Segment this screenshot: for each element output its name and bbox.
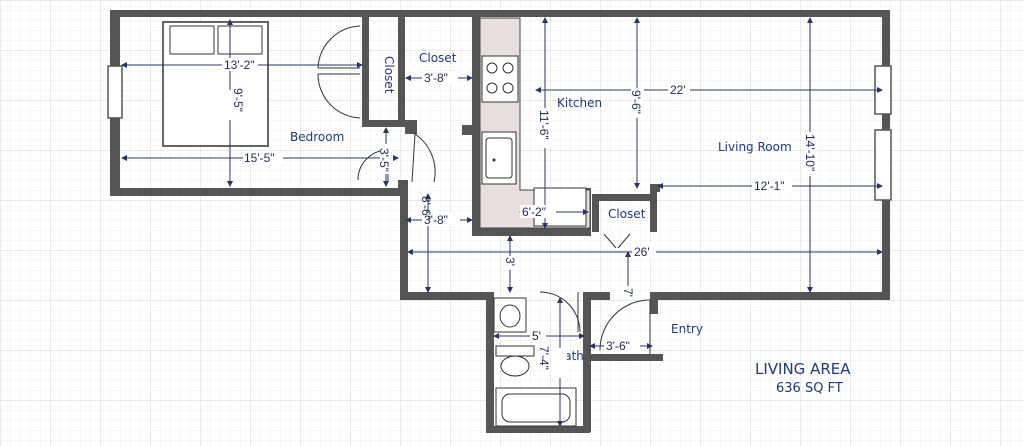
label-entry: Entry bbox=[671, 322, 703, 336]
sink-icon bbox=[481, 131, 517, 185]
living-area-title: LIVING AREA bbox=[755, 360, 851, 378]
dim-kitchen-depth: 11'-6" bbox=[537, 110, 551, 140]
dimension-labels: 13'-2" 9'-5" 15'-5" 3'-8" 3'-5" 3'-8" 8'… bbox=[222, 58, 817, 378]
hall-door bbox=[411, 133, 436, 183]
dim-living-width-b: 12'-1" bbox=[754, 179, 785, 193]
dim-bath-width: 5' bbox=[532, 329, 541, 343]
bed bbox=[162, 21, 269, 147]
dim-overall-width: 26' bbox=[634, 245, 650, 259]
stove-icon bbox=[481, 55, 519, 103]
label-kitchen: Kitchen bbox=[557, 96, 602, 110]
label-closet-bedroom: Closet bbox=[382, 56, 396, 94]
dim-living-depth-b: 14'-10" bbox=[803, 134, 817, 171]
kitchen-counter bbox=[479, 17, 591, 229]
dim-bed-width: 13'-2" bbox=[224, 58, 255, 72]
walls bbox=[107, 10, 892, 433]
label-closet-small: Closet bbox=[608, 207, 646, 221]
bath-door bbox=[539, 291, 581, 333]
toilet-icon bbox=[495, 345, 535, 357]
dim-bath-depth: 7'-4" bbox=[537, 346, 551, 370]
label-closet-hall: Closet bbox=[419, 51, 457, 65]
dim-living-width-a: 22' bbox=[670, 83, 686, 97]
small-closet-door bbox=[603, 233, 631, 249]
closet-door-bedroom bbox=[317, 25, 361, 119]
label-living-room: Living Room bbox=[718, 140, 792, 154]
living-area-size: 636 SQ FT bbox=[776, 381, 843, 396]
dim-hall-width: 3'-8" bbox=[424, 213, 448, 227]
dim-bed-height: 9'-5" bbox=[231, 88, 245, 112]
dim-bedroom-width: 15'-5" bbox=[244, 151, 275, 165]
dim-hall-3: 3' bbox=[503, 257, 517, 266]
dim-entry-width: 3'-6" bbox=[606, 339, 630, 353]
dim-kitchen-width: 6'-2" bbox=[522, 205, 546, 219]
dim-hall-closet-width: 3'-8" bbox=[424, 71, 448, 85]
dim-bedroom-door-gap: 3'-5" bbox=[377, 148, 391, 172]
dim-hall-depth: 8'-6" bbox=[419, 196, 433, 220]
dim-entry-7: 7' bbox=[621, 288, 635, 297]
dim-living-depth-a: 9'-6" bbox=[629, 90, 643, 114]
label-bedroom: Bedroom bbox=[290, 130, 344, 144]
